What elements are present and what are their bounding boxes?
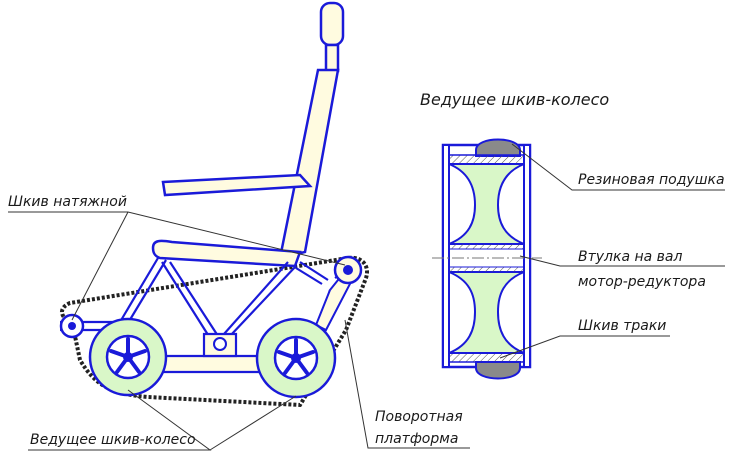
label-track-pulley: Шкив траки [578, 318, 666, 334]
rubber-pad-top [475, 138, 521, 157]
rubber-pad-bottom [475, 361, 521, 380]
front-tension-pulley [333, 255, 363, 285]
armrest [161, 173, 313, 197]
label-drive-wheel: Ведущее шкив-колесо [30, 432, 196, 448]
label-rubber-pad: Резиновая подушка [578, 172, 725, 188]
label-bushing-line2: мотор-редуктора [578, 274, 706, 290]
label-platform-line1: Поворотная [375, 409, 463, 425]
backrest [278, 68, 340, 260]
seat [151, 239, 302, 268]
track-chain [60, 255, 369, 408]
drive-wheel-section [432, 138, 542, 380]
rear-tension-pulley [59, 313, 85, 339]
drive-wheel-rear [88, 317, 168, 397]
leader-lines [8, 143, 725, 451]
headrest [319, 1, 345, 47]
label-tension-pulley: Шкив натяжной [8, 194, 127, 210]
label-platform-line2: платформа [375, 431, 458, 447]
label-bushing-line1: Втулка на вал [578, 249, 682, 265]
wheelchair-drawing [59, 1, 369, 408]
drive-wheel-front [255, 317, 337, 399]
headrest-post [324, 43, 340, 73]
platform-pivot [213, 337, 227, 351]
section-title: Ведущее шкив-колесо [420, 90, 609, 109]
